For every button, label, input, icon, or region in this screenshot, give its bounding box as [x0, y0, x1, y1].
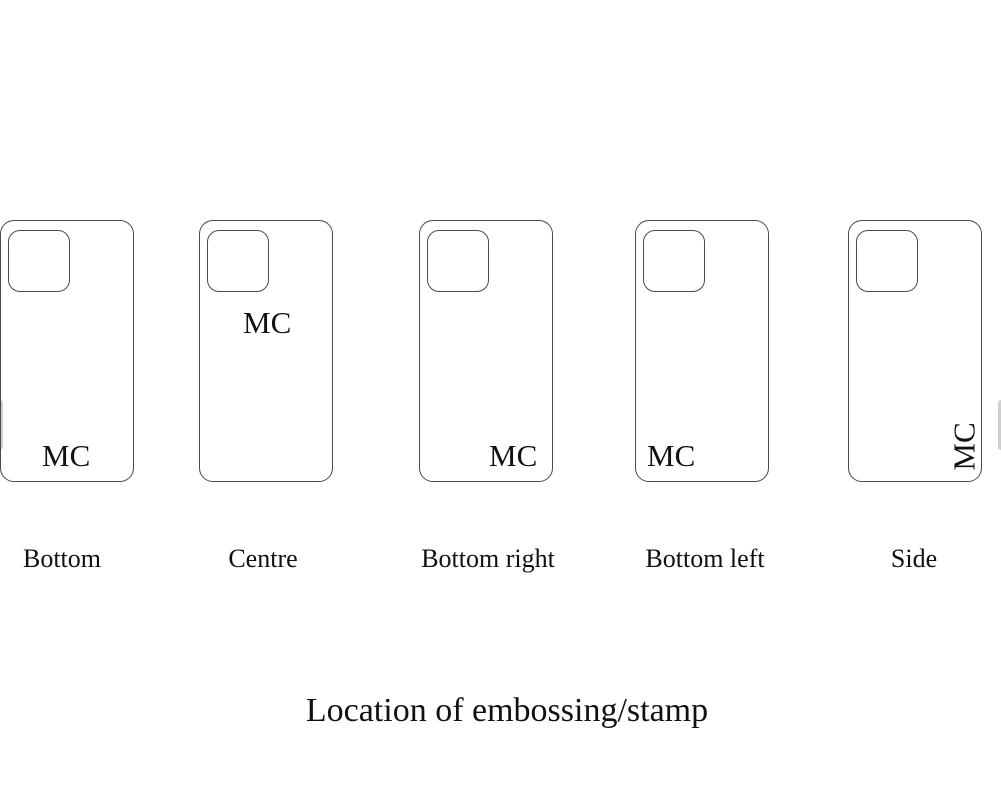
label-bottom-left: Bottom left	[645, 544, 765, 573]
phone-side: MC	[848, 220, 982, 482]
camera-module-icon	[427, 230, 489, 292]
label-side: Side	[890, 544, 938, 573]
stamp-mark-side: MC	[946, 422, 982, 471]
label-bottom: Bottom	[22, 544, 102, 573]
left-edge-artifact	[0, 400, 3, 450]
right-edge-artifact	[998, 400, 1001, 450]
diagram-title: Location of embossing/stamp	[305, 692, 709, 729]
label-centre: Centre	[228, 544, 298, 573]
phone-bottom: MC	[0, 220, 134, 482]
camera-module-icon	[8, 230, 70, 292]
phone-centre: MC	[199, 220, 333, 482]
camera-module-icon	[643, 230, 705, 292]
stamp-mark-bottom-right: MC	[489, 438, 538, 473]
label-bottom-right: Bottom right	[421, 544, 555, 573]
stamp-mark-centre: MC	[243, 305, 292, 340]
camera-module-icon	[856, 230, 918, 292]
phone-bottom-right: MC	[419, 220, 553, 482]
phone-bottom-left: MC	[635, 220, 769, 482]
stamp-mark-bottom: MC	[42, 438, 91, 473]
camera-module-icon	[207, 230, 269, 292]
stamp-mark-bottom-left: MC	[647, 438, 696, 473]
